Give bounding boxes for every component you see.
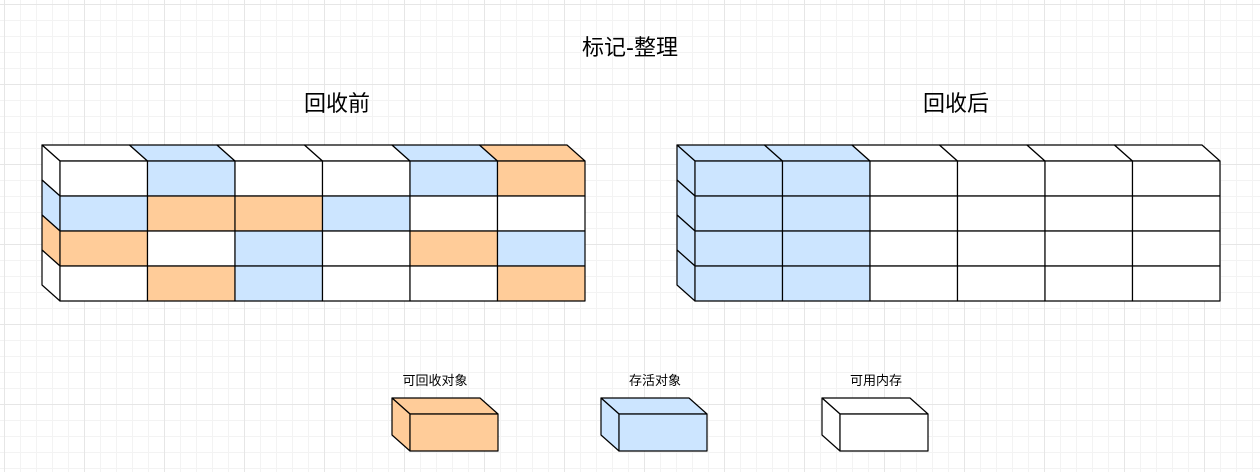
after-cell-free [956, 230, 1046, 267]
before-cell-alive [321, 195, 411, 232]
after-cell-alive [781, 160, 871, 197]
after-cell-alive [781, 230, 871, 267]
before-cell-alive [496, 230, 586, 267]
after-cell-free [1131, 265, 1221, 302]
after-cell-alive [694, 195, 784, 232]
before-cell-reclaimable [146, 265, 236, 302]
after-label: 回收后 [922, 92, 989, 117]
before-cell-free [146, 230, 236, 267]
before-cell-reclaimable [146, 195, 236, 232]
after-cell-free [1044, 230, 1134, 267]
legend-label-reclaimable: 可回收对象 [402, 374, 468, 389]
before-cell-free [409, 195, 499, 232]
before-cell-alive [234, 230, 324, 267]
legend-box-alive [618, 413, 708, 452]
before-top-face [478, 144, 586, 162]
before-cell-free [321, 160, 411, 197]
before-cell-reclaimable [59, 230, 149, 267]
after-cell-free [956, 265, 1046, 302]
legend-box-free [839, 413, 929, 452]
before-cell-free [496, 195, 586, 232]
before-cell-reclaimable [496, 265, 586, 302]
after-cell-free [956, 195, 1046, 232]
after-cell-free [1044, 265, 1134, 302]
before-cell-alive [409, 160, 499, 197]
after-cell-free [1131, 195, 1221, 232]
legend-box-reclaimable [409, 413, 499, 452]
after-cell-free [1044, 195, 1134, 232]
before-cell-alive [59, 195, 149, 232]
after-cell-free [956, 160, 1046, 197]
after-cell-alive [781, 265, 871, 302]
after-cell-free [869, 230, 959, 267]
before-cell-reclaimable [409, 230, 499, 267]
before-cell-free [409, 265, 499, 302]
before-cell-reclaimable [496, 160, 586, 197]
before-cell-free [234, 160, 324, 197]
after-cell-free [869, 195, 959, 232]
after-cell-alive [694, 230, 784, 267]
after-cell-free [869, 265, 959, 302]
before-cell-free [59, 265, 149, 302]
before-cell-free [59, 160, 149, 197]
before-label: 回收前 [303, 92, 370, 117]
before-cell-alive [234, 265, 324, 302]
diagram-title: 标记-整理 [582, 36, 678, 61]
after-cell-alive [694, 265, 784, 302]
before-cell-free [321, 265, 411, 302]
before-cell-alive [146, 160, 236, 197]
before-cell-reclaimable [234, 195, 324, 232]
after-top-face [1113, 144, 1221, 162]
after-cell-free [1044, 160, 1134, 197]
after-cell-free [1131, 160, 1221, 197]
legend-label-alive: 存活对象 [628, 374, 681, 389]
after-cell-free [1131, 230, 1221, 267]
after-cell-alive [781, 195, 871, 232]
after-cell-free [869, 160, 959, 197]
before-cell-free [321, 230, 411, 267]
legend-label-free: 可用内存 [849, 374, 902, 389]
after-cell-alive [694, 160, 784, 197]
